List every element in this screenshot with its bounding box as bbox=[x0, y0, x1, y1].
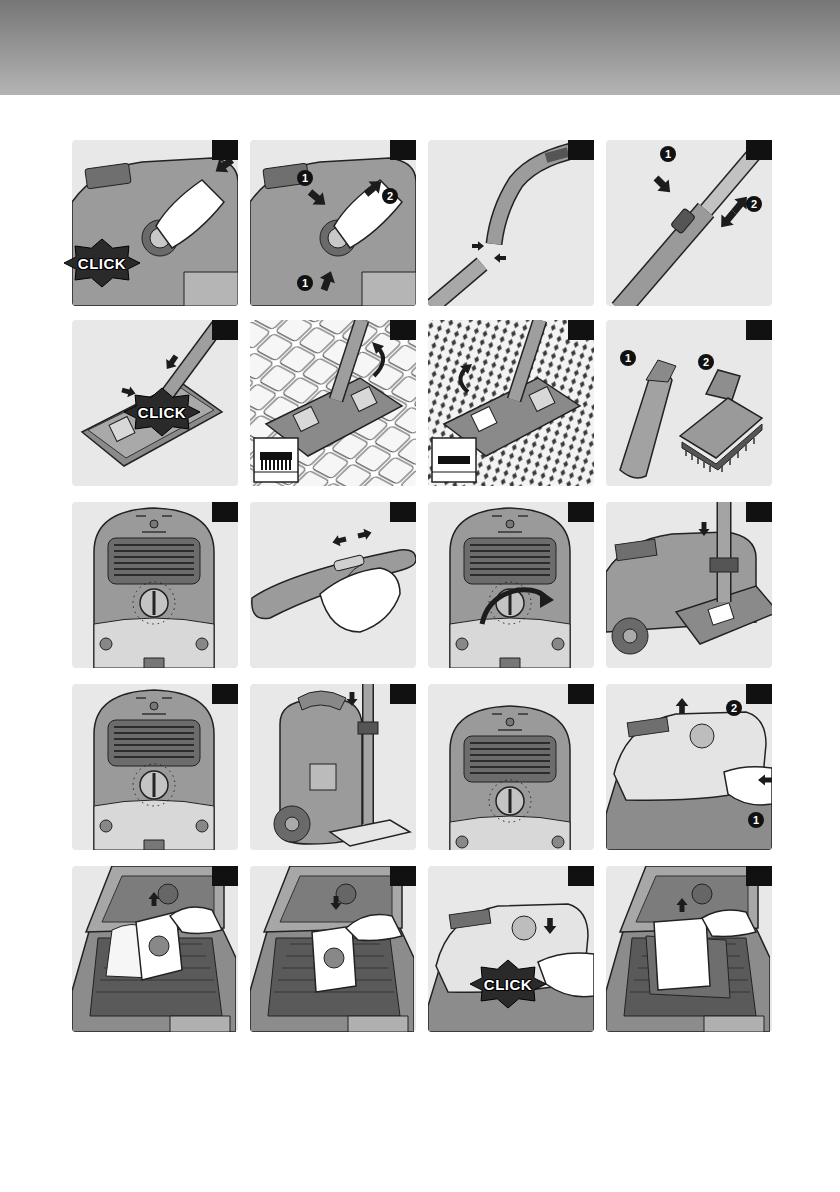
callout-number: 2 bbox=[698, 354, 714, 370]
step-panel bbox=[72, 320, 238, 486]
step-panel bbox=[64, 140, 238, 306]
callout-number: 2 bbox=[746, 196, 762, 212]
step-panel bbox=[250, 140, 416, 306]
step-panel bbox=[428, 140, 598, 310]
callout-number: 1 bbox=[297, 275, 313, 291]
step-panel bbox=[250, 684, 416, 850]
click-sound-text: CLICK bbox=[484, 976, 532, 993]
step-panel bbox=[72, 684, 238, 850]
step-panel bbox=[606, 684, 772, 850]
step-panel bbox=[72, 866, 238, 1032]
step-panel bbox=[606, 866, 772, 1032]
step-panel bbox=[72, 502, 238, 668]
step-panel bbox=[428, 684, 594, 866]
step-panel bbox=[606, 502, 778, 668]
step-panel bbox=[428, 502, 594, 668]
step-panel bbox=[250, 502, 416, 668]
callout-number: 1 bbox=[748, 812, 764, 828]
step-panel bbox=[250, 866, 416, 1032]
callout-number: 2 bbox=[726, 700, 742, 716]
click-sound-text: CLICK bbox=[78, 255, 126, 272]
step-panel bbox=[428, 866, 594, 1032]
callout-number: 1 bbox=[297, 170, 313, 186]
click-sound-text: CLICK bbox=[138, 404, 186, 421]
step-panel bbox=[606, 320, 772, 486]
callout-number: 1 bbox=[620, 350, 636, 366]
header-bar bbox=[0, 0, 840, 95]
step-panel bbox=[606, 140, 772, 310]
step-panel bbox=[250, 320, 416, 486]
callout-number: 1 bbox=[660, 146, 676, 162]
step-panel bbox=[428, 320, 594, 486]
callout-number: 2 bbox=[382, 188, 398, 204]
